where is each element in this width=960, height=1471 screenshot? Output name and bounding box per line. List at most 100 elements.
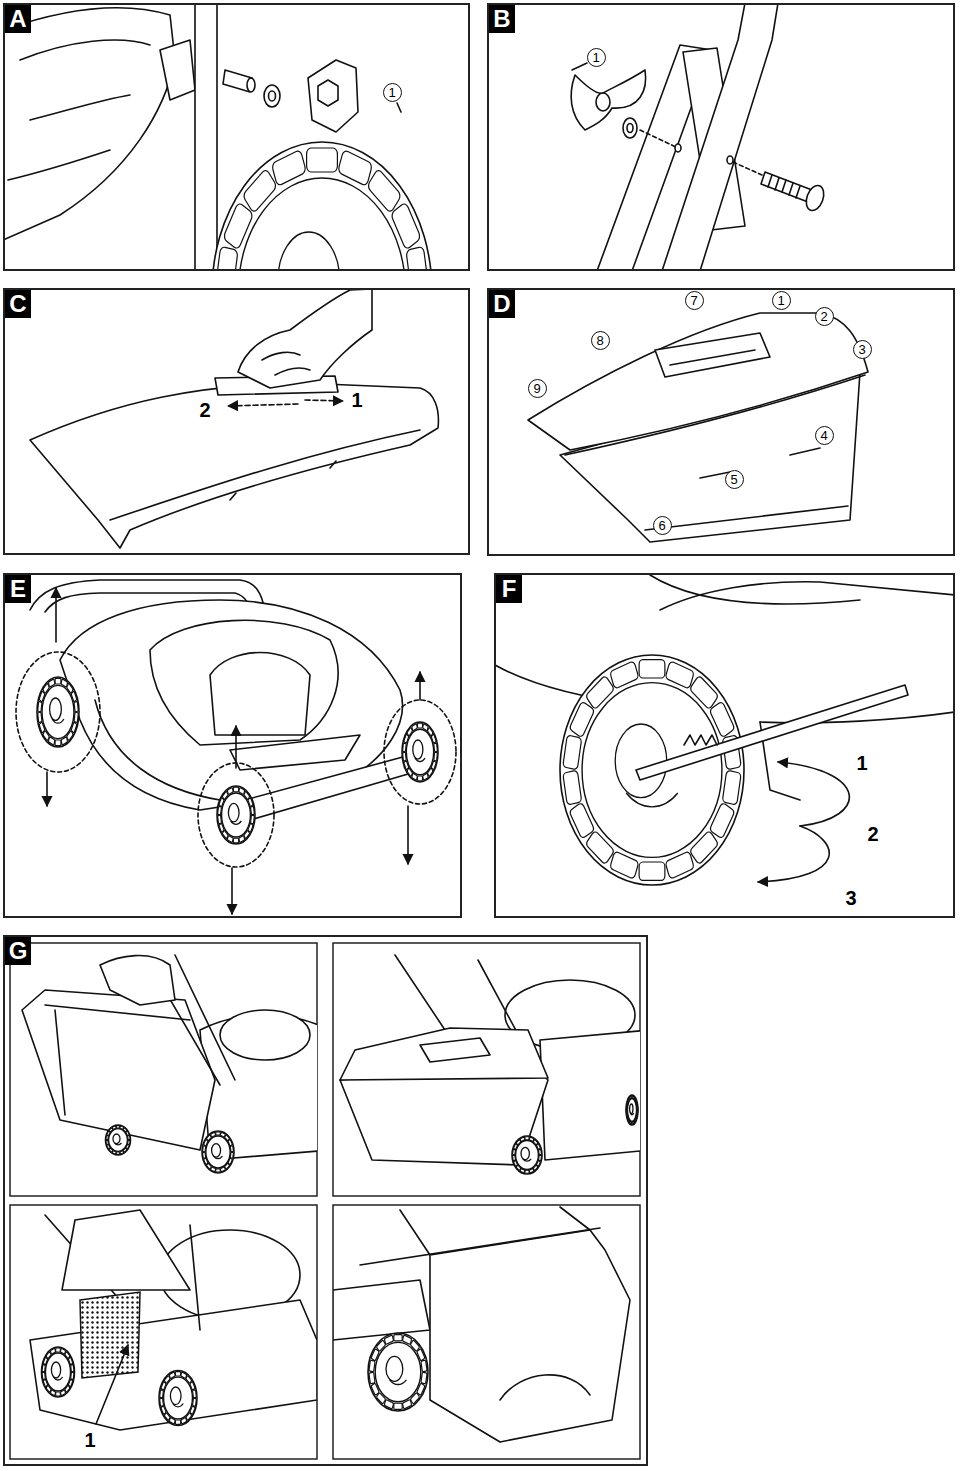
grass-box-fitting-drawing [512,1136,542,1174]
grass-box-lid-drawing [30,383,438,548]
grass-box-fitting-drawing [333,1207,630,1442]
grass-box-fitting-drawing [333,1205,640,1459]
grass-box-lid-drawing [228,404,298,406]
grass-box-lid-drawing [230,461,336,500]
grass-box-fitting-drawing [368,1333,428,1411]
height-adjust-drawing [150,620,338,745]
height-adjust-drawing [198,763,274,867]
callout-number: 1 [82,1429,97,1451]
callout-number: 5 [730,473,737,486]
figure-panel: C [3,288,470,555]
handle-bolt-drawing [160,40,195,100]
callout-number: 2 [820,310,827,323]
height-adjust-drawing [210,653,310,736]
height-adjust-drawing [230,735,360,770]
wheel-axle-drawing [778,762,849,826]
handle-bolt-drawing [397,103,401,112]
callout-number: 2 [865,823,880,845]
panel-letter: F [496,575,522,603]
grass-box-drawing [528,313,868,542]
height-adjust-drawing [16,580,456,914]
grass-box-lid-drawing [262,352,310,375]
handle-bolt-drawing [247,78,255,92]
callout-number: 1 [388,86,395,99]
handle-bolt-drawing [4,8,175,240]
height-adjust-drawing [402,722,438,782]
wheel-axle-drawing [684,735,717,745]
figure-panel: F [494,573,955,918]
height-adjust-drawing [95,700,220,800]
grass-box-fitting-drawing [340,955,640,1174]
grass-box-lid-drawing [30,289,438,548]
height-adjust-drawing [16,652,100,772]
panel-letter: G [5,937,31,965]
callout-circle: 3 [853,340,872,359]
handle-bolt-drawing [195,4,217,270]
panel-letter: A [5,5,31,33]
handle-joint-drawing [640,130,762,175]
grass-box-fitting-drawing [340,1028,548,1080]
callout-number: 7 [690,294,697,307]
height-adjust-drawing [37,677,79,747]
callout-number: 3 [858,343,865,356]
grass-box-fitting-drawing [100,956,175,1005]
grass-box-fitting-drawing [626,1095,638,1125]
handle-joint-drawing [803,183,827,213]
callout-number: 4 [820,429,827,442]
height-adjust-drawing [235,726,237,768]
callout-circle: 5 [725,470,744,489]
grass-box-fitting-drawing [159,1371,197,1426]
grass-box-fitting-drawing [106,1125,131,1155]
wheel-axle-drawing [650,575,860,604]
callout-number: 6 [658,519,665,532]
handle-joint-drawing [627,124,633,133]
callout-circle: 8 [591,331,610,350]
grass-box-lid-drawing [238,289,372,388]
handle-bolt-drawing [4,4,432,270]
figure-panel: G [3,935,648,1466]
grass-box-fitting-drawing [540,1030,640,1160]
handle-joint-drawing [571,4,827,270]
height-adjust-drawing [245,755,415,820]
grass-box-lid-drawing [110,430,420,520]
grass-box-fitting-drawing [202,1131,234,1173]
figure-panel: E [3,573,462,918]
wheel-axle-drawing [758,826,829,882]
figure-panel: D712839456 [487,288,955,556]
callout-number: 1 [349,389,364,411]
panel-letter: C [5,290,31,318]
wheel-axle-drawing [636,685,908,780]
callout-number: 1 [854,752,869,774]
grass-box-fitting-drawing [42,1347,75,1397]
grass-box-fitting-drawing [10,1205,317,1459]
handle-joint-drawing [571,70,645,130]
grass-box-lid-drawing [305,400,343,401]
callout-number: 9 [533,382,540,395]
callout-circle: 9 [528,379,547,398]
grass-box-fitting-drawing [10,943,650,1459]
callout-number: 3 [843,887,858,909]
grass-box-fitting-drawing [420,1038,490,1062]
handle-bolt-drawing [308,60,358,132]
handle-bolt-drawing [212,142,432,270]
height-adjust-drawing [55,588,57,642]
callout-number: 1 [777,294,784,307]
callout-circle: 1 [772,291,791,310]
grass-box-fitting-drawing [30,1210,317,1430]
panel-letter: B [489,5,515,33]
height-adjust-drawing [407,806,409,864]
callout-circle: 1 [383,83,402,102]
grass-box-fitting-drawing [62,1210,190,1290]
height-adjust-drawing [217,786,255,844]
figure-panel: B1 [487,3,955,271]
wheel-axle-drawing [495,575,954,885]
grass-box-drawing [655,333,770,377]
callout-number: 8 [596,334,603,347]
figure-panel: A1 [3,3,470,271]
callout-circle: 4 [815,426,834,445]
handle-joint-drawing [596,93,610,111]
grass-box-fitting-drawing [96,1345,128,1424]
handle-bolt-drawing [318,80,338,106]
